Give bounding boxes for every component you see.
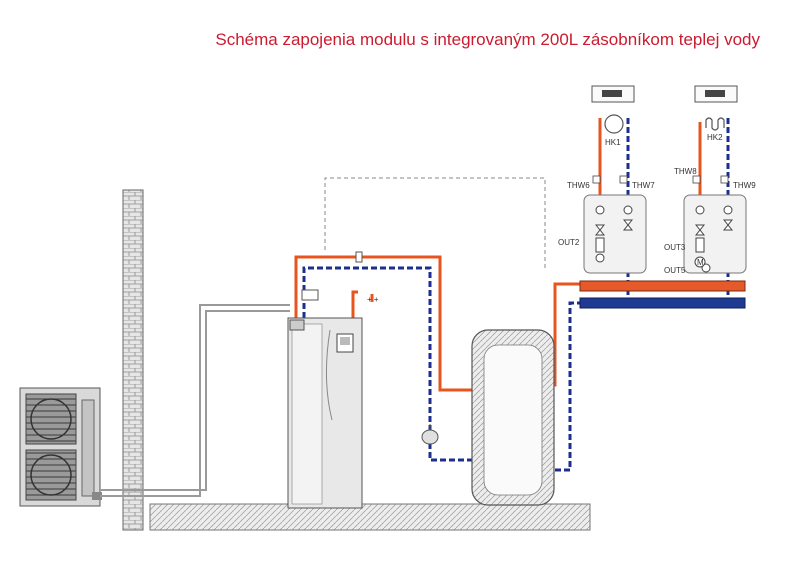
- ground-slab: [149, 503, 591, 531]
- circuit-module-out2: [583, 194, 647, 274]
- label-hk1: HK1: [605, 138, 621, 147]
- control-wire: [324, 177, 546, 270]
- heating-loop-hk2: [705, 117, 725, 131]
- label-out3: OUT3: [664, 243, 686, 252]
- brick-wall: [122, 189, 144, 531]
- refrigerant-lines: [100, 304, 290, 497]
- label-valve-m: M: [697, 258, 704, 267]
- room-controller-hk1: [591, 85, 635, 103]
- circuit-module-out3: [683, 194, 747, 274]
- buffer-tank: [471, 329, 555, 506]
- motorized-valve: M: [694, 256, 706, 268]
- expansion-vessel: [421, 424, 439, 445]
- label-out2: OUT2: [558, 238, 580, 247]
- svg-text:+ +: + +: [367, 295, 379, 304]
- label-thw9: THW9: [733, 181, 756, 190]
- room-controller-hk2: [694, 85, 738, 103]
- heating-loop-hk1: [604, 114, 624, 134]
- label-thw7: THW7: [632, 181, 655, 190]
- pipe-fittings: + +: [301, 251, 379, 304]
- indoor-module: [287, 317, 363, 509]
- sensor-markers: [592, 175, 729, 184]
- distribution-header: [579, 280, 746, 309]
- label-thw6: THW6: [567, 181, 590, 190]
- diagram-title: Schéma zapojenia modulu s integrovaným 2…: [215, 30, 760, 49]
- label-out5: OUT5: [664, 266, 686, 275]
- label-thw8: THW8: [674, 167, 697, 176]
- outdoor-heat-pump-unit: [19, 387, 102, 507]
- label-hk2: HK2: [707, 133, 723, 142]
